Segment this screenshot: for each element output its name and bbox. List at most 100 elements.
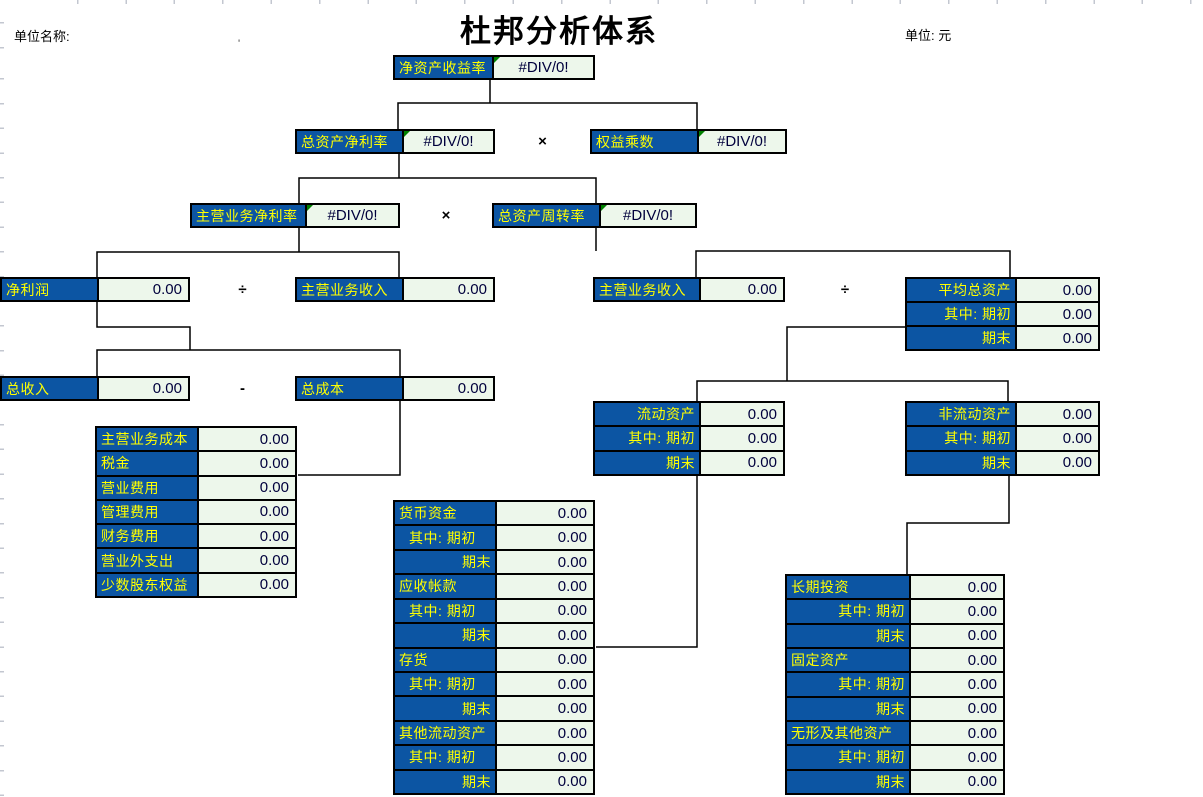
cell-fixed-end-label: 期末 <box>787 697 909 720</box>
cell-avg-assets-end-label: 期末 <box>907 327 1015 349</box>
cell-cash-begin-value[interactable]: 0.00 <box>495 526 593 549</box>
connector-currentassets-to-detail <box>596 476 698 648</box>
cell-current-assets-label: 流动资产 <box>595 403 699 426</box>
cell-net-profit-label: 净利润 <box>2 279 97 300</box>
cell-net-profit-value[interactable]: 0.00 <box>97 279 188 300</box>
cell-intangible-end-value[interactable]: 0.00 <box>909 770 1003 793</box>
cell-minority-interest-value[interactable]: 0.00 <box>197 573 295 596</box>
cell-noncurrent-assets-value[interactable]: 0.00 <box>1015 403 1098 426</box>
block-current-assets: 流动资产 0.00 其中: 期初 0.00 期末 0.00 <box>593 401 785 476</box>
cell-total-asset-turnover-label: 总资产周转率 <box>494 205 599 226</box>
cell-cash-end-value[interactable]: 0.00 <box>495 550 593 574</box>
cell-main-revenue-left-value[interactable]: 0.00 <box>402 279 493 300</box>
error-indicator-icon <box>307 205 313 211</box>
cell-total-revenue-label: 总收入 <box>2 378 97 399</box>
node-roa: 总资产净利率 #DIV/0! <box>295 129 495 154</box>
cell-receivables-begin-value[interactable]: 0.00 <box>495 599 593 623</box>
cell-other-current-end-label: 期末 <box>395 770 495 794</box>
cell-noncurrent-assets-begin-label: 其中: 期初 <box>907 427 1015 450</box>
cell-receivables-end-value[interactable]: 0.00 <box>495 624 593 647</box>
operator-divide-left: ÷ <box>238 281 247 298</box>
cell-fixed-assets-value[interactable]: 0.00 <box>909 648 1003 672</box>
cell-net-profit-margin-value[interactable]: #DIV/0! <box>305 205 398 226</box>
cell-net-profit-margin-value-text: #DIV/0! <box>327 207 378 224</box>
cell-other-current-begin-label: 其中: 期初 <box>395 746 495 769</box>
connector-turnover-split <box>595 228 1011 277</box>
operator-divide-right: ÷ <box>840 281 850 298</box>
cell-noncurrent-assets-begin-value[interactable]: 0.00 <box>1015 427 1098 450</box>
cell-inventory-begin-value[interactable]: 0.00 <box>495 672 593 696</box>
cell-longterm-investment-value[interactable]: 0.00 <box>909 576 1003 599</box>
cell-main-cost-label: 主营业务成本 <box>97 428 197 451</box>
cell-roa-value[interactable]: #DIV/0! <box>402 131 493 152</box>
cell-total-asset-turnover-value[interactable]: #DIV/0! <box>599 205 695 226</box>
cell-current-assets-end-value[interactable]: 0.00 <box>699 451 783 474</box>
cell-fixed-begin-value[interactable]: 0.00 <box>909 673 1003 696</box>
cell-current-assets-end-label: 期末 <box>595 451 699 474</box>
table-row: 管理费用 0.00 <box>97 498 295 524</box>
cell-selling-expense-value[interactable]: 0.00 <box>197 476 295 499</box>
column-gridline-ticks <box>0 0 1203 4</box>
cell-minority-interest-label: 少数股东权益 <box>97 573 197 596</box>
cell-current-assets-begin-value[interactable]: 0.00 <box>699 427 783 450</box>
table-row: 其他流动资产 0.00 <box>395 719 593 745</box>
table-row: 其中: 期初 0.00 <box>395 744 593 769</box>
cell-inventory-end-label: 期末 <box>395 697 495 720</box>
table-row: 期末 0.00 <box>787 695 1003 720</box>
table-row: 税金 0.00 <box>97 450 295 475</box>
cell-current-assets-value[interactable]: 0.00 <box>699 403 783 426</box>
cell-equity-multiplier-label: 权益乘数 <box>592 131 697 152</box>
cell-total-revenue-value[interactable]: 0.00 <box>97 378 188 399</box>
table-row: 其中: 期初 0.00 <box>787 598 1003 623</box>
node-total-cost: 总成本 0.00 <box>295 376 495 401</box>
table-row: 其中: 期初 0.00 <box>595 425 783 450</box>
table-row: 其中: 期初 0.00 <box>395 670 593 696</box>
cell-total-cost-value[interactable]: 0.00 <box>402 378 493 399</box>
cell-avg-assets-begin-value[interactable]: 0.00 <box>1015 303 1098 325</box>
cell-intangible-begin-value[interactable]: 0.00 <box>909 746 1003 769</box>
cell-avg-total-assets-value[interactable]: 0.00 <box>1015 279 1098 301</box>
cell-main-revenue-right-value[interactable]: 0.00 <box>699 279 783 300</box>
cell-noncurrent-assets-end-label: 期末 <box>907 451 1015 474</box>
table-row: 财务费用 0.00 <box>97 523 295 548</box>
cell-roe-label: 净资产收益率 <box>395 57 492 78</box>
table-row: 其中: 期初 0.00 <box>395 524 593 549</box>
cell-noncurrent-assets-end-value[interactable]: 0.00 <box>1015 451 1098 474</box>
connector-netprofit-split <box>96 302 401 376</box>
cell-receivables-begin-label: 其中: 期初 <box>395 599 495 623</box>
cell-intangible-end-label: 期末 <box>787 770 909 793</box>
cell-tax-value[interactable]: 0.00 <box>197 452 295 475</box>
connector-noncurrent-to-detail <box>906 476 1010 574</box>
cell-intangible-assets-value[interactable]: 0.00 <box>909 721 1003 745</box>
table-row: 期末 0.00 <box>595 449 783 474</box>
cell-roe-value[interactable]: #DIV/0! <box>492 57 593 78</box>
table-row: 期末 0.00 <box>395 695 593 720</box>
table-row: 期末 0.00 <box>395 768 593 794</box>
cell-longterm-end-value[interactable]: 0.00 <box>909 624 1003 647</box>
cell-longterm-begin-value[interactable]: 0.00 <box>909 600 1003 623</box>
cell-other-current-value[interactable]: 0.00 <box>495 721 593 745</box>
cell-finance-expense-value[interactable]: 0.00 <box>197 525 295 548</box>
cell-admin-expense-value[interactable]: 0.00 <box>197 500 295 524</box>
cell-inventory-value[interactable]: 0.00 <box>495 648 593 671</box>
cell-inventory-end-value[interactable]: 0.00 <box>495 697 593 720</box>
cell-fixed-end-value[interactable]: 0.00 <box>909 697 1003 720</box>
table-row: 其中: 期初 0.00 <box>395 597 593 623</box>
table-row: 期末 0.00 <box>395 548 593 574</box>
block-noncurrent-assets: 非流动资产 0.00 其中: 期初 0.00 期末 0.00 <box>905 401 1100 476</box>
cell-inventory-begin-label: 其中: 期初 <box>395 672 495 696</box>
cell-other-current-end-value[interactable]: 0.00 <box>495 770 593 794</box>
cell-equity-multiplier-value[interactable]: #DIV/0! <box>697 131 785 152</box>
table-row: 期末 0.00 <box>907 325 1098 349</box>
cell-main-cost-value[interactable]: 0.00 <box>197 428 295 451</box>
cell-cash-value[interactable]: 0.00 <box>495 502 593 525</box>
cell-other-current-begin-value[interactable]: 0.00 <box>495 746 593 769</box>
cell-receivables-value[interactable]: 0.00 <box>495 575 593 598</box>
node-main-revenue-right: 主营业务收入 0.00 <box>593 277 785 302</box>
cell-cash-label: 货币资金 <box>395 502 495 525</box>
cell-avg-assets-end-value[interactable]: 0.00 <box>1015 327 1098 349</box>
cell-cash-end-label: 期末 <box>395 550 495 574</box>
error-indicator-icon <box>494 57 500 63</box>
cell-nonoperating-expense-value[interactable]: 0.00 <box>197 549 295 572</box>
